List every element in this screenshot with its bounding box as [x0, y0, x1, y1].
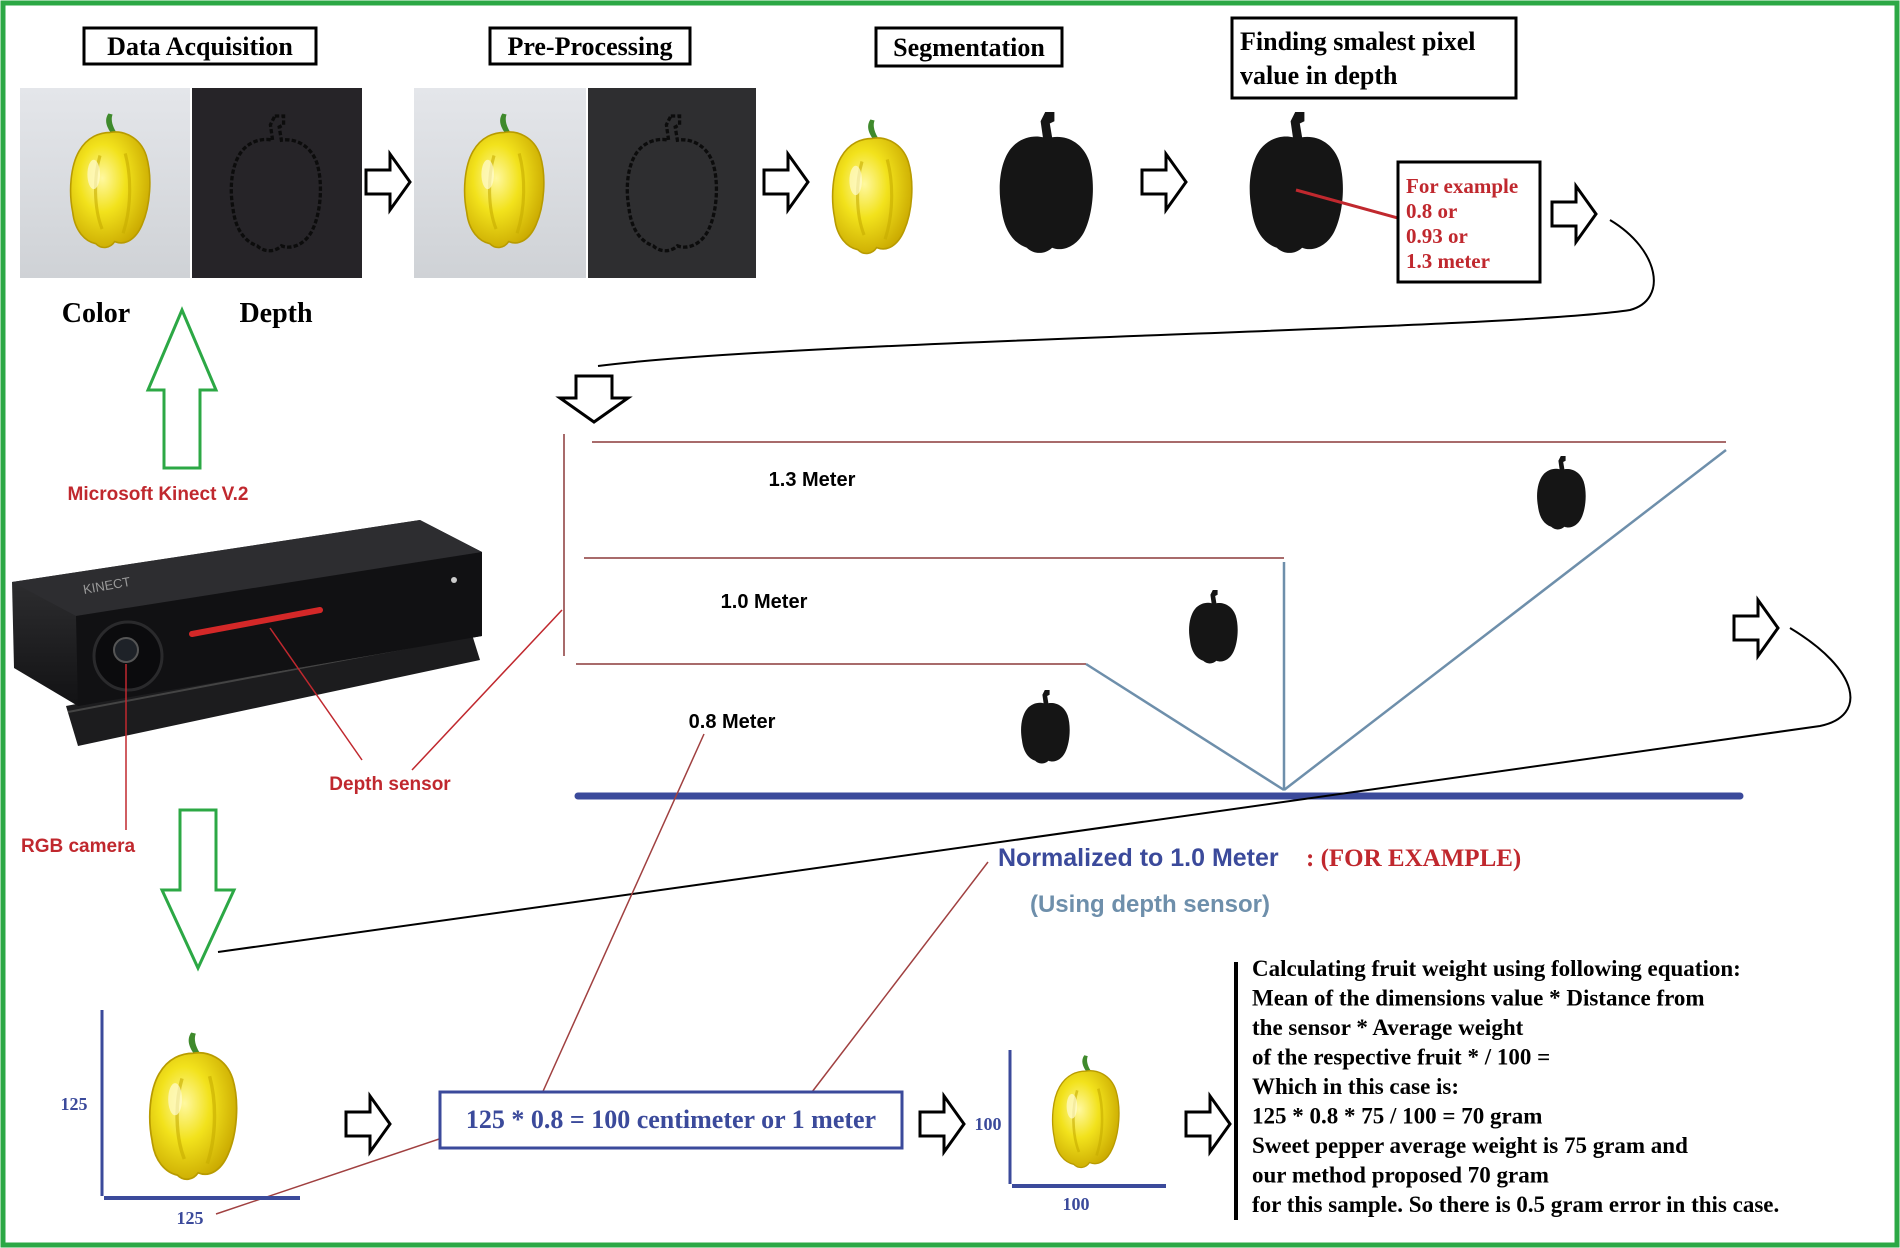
distance-diagram: 1.3 Meter 1.0 Meter 0.8 Meter	[563, 434, 1744, 800]
svg-text:1.3 meter: 1.3 meter	[1406, 249, 1490, 273]
arrow-right-icon	[918, 1094, 966, 1154]
kinect-label: Microsoft Kinect V.2	[68, 484, 249, 505]
segmented-depth-mask	[999, 112, 1093, 253]
stage-label-segmentation: Segmentation	[893, 33, 1045, 62]
arrow-right-icon	[1184, 1094, 1232, 1154]
rgb-camera-label: RGB camera	[21, 836, 135, 857]
color-channel-label: Color	[62, 298, 130, 329]
arrow-right-icon	[762, 152, 810, 212]
example-values-box: For example 0.8 or 0.93 or 1.3 meter	[1396, 160, 1542, 284]
kinect-sensor-image: KINECT	[12, 520, 482, 746]
color-image-acquisition	[20, 88, 190, 278]
min-pixel-pointer	[1295, 188, 1399, 220]
stage-label-finding-2: value in depth	[1240, 61, 1398, 90]
equation-line: Sweet pepper average weight is 75 gram a…	[1252, 1133, 1688, 1158]
distance-label-mid: 1.0 Meter	[721, 591, 808, 613]
pepper-mask-near	[1021, 690, 1070, 764]
stage-title-preprocessing: Pre-Processing	[488, 26, 692, 66]
depth-image-preprocessed	[588, 88, 756, 278]
equation-line: our method proposed 70 gram	[1252, 1163, 1549, 1188]
normalized-width-label: 100	[1063, 1194, 1090, 1214]
normalized-height-label: 100	[975, 1114, 1002, 1134]
pepper-mask-far	[1537, 456, 1586, 530]
formula-box: 125 * 0.8 = 100 centimeter or 1 meter	[438, 1090, 904, 1150]
svg-text:0.8 or: 0.8 or	[1406, 199, 1457, 223]
equation-line: for this sample. So there is 0.5 gram er…	[1252, 1192, 1779, 1217]
original-size-figure: 125 125	[61, 1010, 300, 1228]
normalized-size-figure: 100 100	[975, 1050, 1166, 1214]
arrow-down-icon	[555, 374, 633, 424]
normalized-label: Normalized to 1.0 Meter	[998, 844, 1279, 872]
formula-text: 125 * 0.8 = 100 centimeter or 1 meter	[466, 1105, 876, 1134]
equation-line: the sensor * Average weight	[1252, 1015, 1524, 1040]
arrow-down-icon	[159, 808, 237, 972]
equation-line: 125 * 0.8 * 75 / 100 = 70 gram	[1252, 1104, 1542, 1129]
original-height-label: 125	[61, 1094, 88, 1114]
stage-label-preprocessing: Pre-Processing	[507, 32, 672, 61]
svg-text:0.93 or: 0.93 or	[1406, 224, 1468, 248]
original-width-label: 125	[177, 1208, 204, 1228]
distance-label-far: 1.3 Meter	[769, 469, 856, 491]
stage-label-acquisition: Data Acquisition	[107, 32, 293, 61]
color-image-preprocessed	[414, 88, 586, 278]
svg-text:For example: For example	[1406, 174, 1518, 198]
depth-sensor-label: Depth sensor	[329, 774, 451, 795]
arrow-right-icon	[1140, 152, 1188, 212]
depth-image-acquisition	[192, 88, 362, 278]
segmented-pepper-image	[831, 117, 914, 256]
arrow-up-icon	[145, 306, 219, 470]
depth-mask-min-pixel	[1249, 112, 1343, 253]
normalized-note: (Using depth sensor)	[1030, 891, 1270, 918]
stage-title-segmentation: Segmentation	[874, 26, 1064, 68]
arrow-right-icon	[1732, 598, 1780, 658]
stage-label-finding-1: Finding smalest pixel	[1240, 27, 1475, 56]
equation-line: Mean of the dimensions value * Distance …	[1252, 986, 1705, 1011]
distance-label-near: 0.8 Meter	[689, 711, 776, 733]
pepper-mask-mid	[1189, 590, 1238, 664]
normalized-example-label: : (FOR EXAMPLE)	[1306, 845, 1521, 872]
equation-line: Calculating fruit weight using following…	[1252, 956, 1741, 981]
equation-line: Which in this case is:	[1252, 1074, 1459, 1099]
arrow-right-icon	[364, 152, 412, 212]
arrow-right-icon	[1550, 184, 1598, 244]
stage-title-finding: Finding smalest pixel value in depth	[1230, 16, 1518, 100]
stage-title-acquisition: Data Acquisition	[82, 26, 318, 66]
arrow-right-icon	[344, 1094, 392, 1154]
depth-channel-label: Depth	[239, 298, 313, 329]
flow-connector	[597, 219, 1655, 367]
equation-text-block: Calculating fruit weight using following…	[1252, 956, 1779, 1217]
equation-line: of the respective fruit * / 100 =	[1252, 1045, 1550, 1070]
